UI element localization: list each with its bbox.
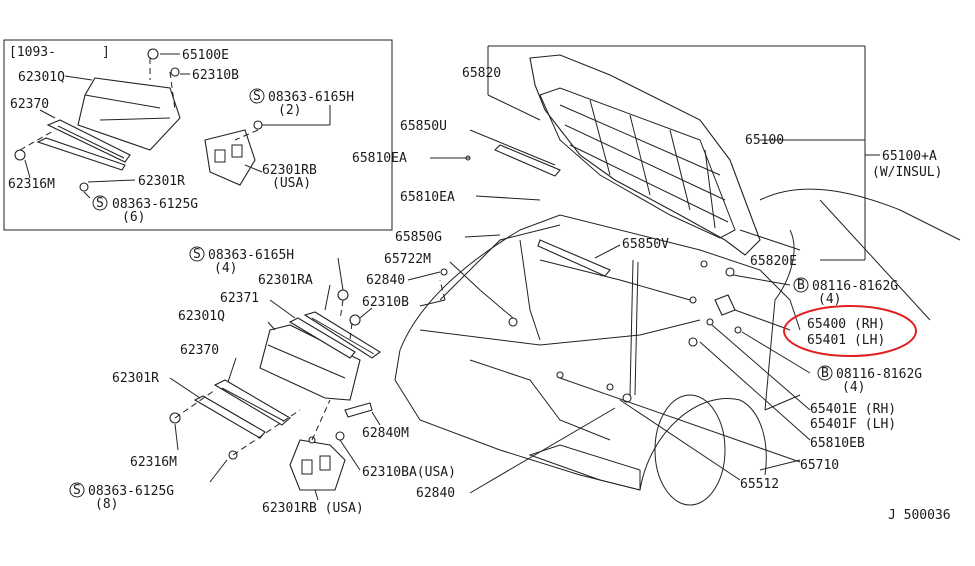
- label-62316M-inset: 62316M: [8, 177, 55, 192]
- clip-62310BA: [335, 431, 345, 441]
- label-qty-4-a: (4): [214, 261, 237, 276]
- inset-range-end: ]: [102, 45, 110, 60]
- latch-65710: [508, 317, 518, 327]
- inset-clip-65100E: [147, 48, 159, 60]
- label-usa-inset: (USA): [272, 176, 311, 191]
- label-62301RB-usa: 62301RB (USA): [262, 501, 364, 516]
- label-65722M: 65722M: [384, 252, 431, 267]
- svg-text:S: S: [193, 247, 201, 262]
- label-65850U: 65850U: [400, 119, 447, 134]
- label-08363-6165H-b: 08363-6165H: [208, 248, 294, 263]
- inset-front-panel: [77, 77, 181, 151]
- svg-text:S: S: [73, 483, 81, 498]
- label-65850V: 65850V: [622, 237, 669, 252]
- seal-62840M: [344, 402, 373, 418]
- label-08363-6165H-inset: 08363-6165H: [268, 90, 354, 105]
- strip-62301R: [193, 395, 266, 439]
- label-62310B-inset: 62310B: [192, 68, 239, 83]
- label-65820E: 65820E: [750, 254, 797, 269]
- bumper-65820E: [700, 260, 708, 268]
- strip-62371: [288, 317, 356, 359]
- label-62316M-b: 62316M: [130, 455, 177, 470]
- label-qty-4-c: (4): [842, 380, 865, 395]
- label-08363-6125G-b: 08363-6125G: [88, 484, 174, 499]
- label-qty-2: (2): [278, 103, 301, 118]
- label-65100E: 65100E: [182, 48, 229, 63]
- svg-text:B: B: [821, 366, 829, 381]
- label-65850G: 65850G: [395, 230, 442, 245]
- label-08116-8162G-a: 08116-8162G: [812, 279, 898, 294]
- label-65401E-rh: 65401E (RH): [810, 402, 896, 417]
- inset-screw-a: [253, 120, 263, 130]
- label-65401F-lh: 65401F (LH): [810, 417, 896, 432]
- screw-08363-6165H: [337, 289, 349, 301]
- label-62301Q-inset: 62301Q: [18, 70, 65, 85]
- hood-stay-65722M: [629, 259, 634, 396]
- hinge-65401E: [688, 337, 698, 347]
- label-62370-b: 62370: [180, 343, 219, 358]
- svg-text:B: B: [797, 278, 805, 293]
- label-62840-b: 62840: [416, 486, 455, 501]
- label-65100: 65100: [745, 133, 784, 148]
- label-62370-inset: 62370: [10, 97, 49, 112]
- label-62310B-b: 62310B: [362, 295, 409, 310]
- clip-62310B: [349, 314, 361, 326]
- label-65810EB: 65810EB: [810, 436, 865, 451]
- svg-text:S: S: [253, 89, 261, 104]
- label-65512: 65512: [740, 477, 779, 492]
- hood-seal-65850U: [494, 144, 561, 177]
- inset-grille-strip: [36, 119, 131, 171]
- inset-frame: [3, 39, 393, 231]
- label-62840M: 62840M: [362, 426, 409, 441]
- label-08116-8162G-b: 08116-8162G: [836, 367, 922, 382]
- inset-range-label: [1093-: [9, 45, 56, 60]
- s-symbol-icon: [69, 482, 85, 498]
- s-symbol-icon: [189, 246, 205, 262]
- hood-panel: [529, 54, 761, 256]
- front-panel-62301Q: [259, 324, 361, 401]
- label-62371: 62371: [220, 291, 259, 306]
- label-65710: 65710: [800, 458, 839, 473]
- label-65400-rh: 65400 (RH): [807, 317, 885, 332]
- label-62310BA-usa: 62310BA(USA): [362, 465, 456, 480]
- bracket-62301RB: [289, 439, 346, 491]
- inset-bracket: [204, 129, 256, 186]
- hood-seal-65850V: [537, 239, 611, 277]
- inset-clip-62316M: [14, 149, 26, 161]
- label-qty-8: (8): [95, 497, 118, 512]
- car-body: [394, 188, 961, 506]
- label-65401-lh: 65401 (LH): [807, 333, 885, 348]
- diagram-reference-number: J 500036: [888, 508, 951, 523]
- label-62840-a: 62840: [366, 273, 405, 288]
- label-62301RB-inset: 62301RB: [262, 163, 317, 178]
- label-65810EA-b: 65810EA: [400, 190, 455, 205]
- label-qty-6: (6): [122, 210, 145, 225]
- label-62301Q-b: 62301Q: [178, 309, 225, 324]
- label-w-insul: (W/INSUL): [872, 165, 942, 180]
- label-qty-4-b: (4): [818, 292, 841, 307]
- label-65100A: 65100+A: [882, 149, 937, 164]
- label-65810EA-a: 65810EA: [352, 151, 407, 166]
- svg-text:S: S: [96, 196, 104, 211]
- label-62301R-inset: 62301R: [138, 174, 185, 189]
- strip-62370: [213, 379, 291, 426]
- strip-62301RA: [303, 311, 381, 359]
- inset-clip-62310B: [170, 67, 180, 77]
- label-62301R-b: 62301R: [112, 371, 159, 386]
- label-62301RA: 62301RA: [258, 273, 313, 288]
- s-symbol-icon: [249, 88, 265, 104]
- b-symbol-icon: [817, 365, 833, 381]
- s-symbol-icon: [92, 195, 108, 211]
- label-65820: 65820: [462, 66, 501, 81]
- label-08363-6125G-inset: 08363-6125G: [112, 197, 198, 212]
- inset-screw-b: [79, 182, 89, 192]
- hinge-65400: [714, 294, 736, 316]
- b-symbol-icon: [793, 277, 809, 293]
- highlight-circle: [783, 305, 917, 357]
